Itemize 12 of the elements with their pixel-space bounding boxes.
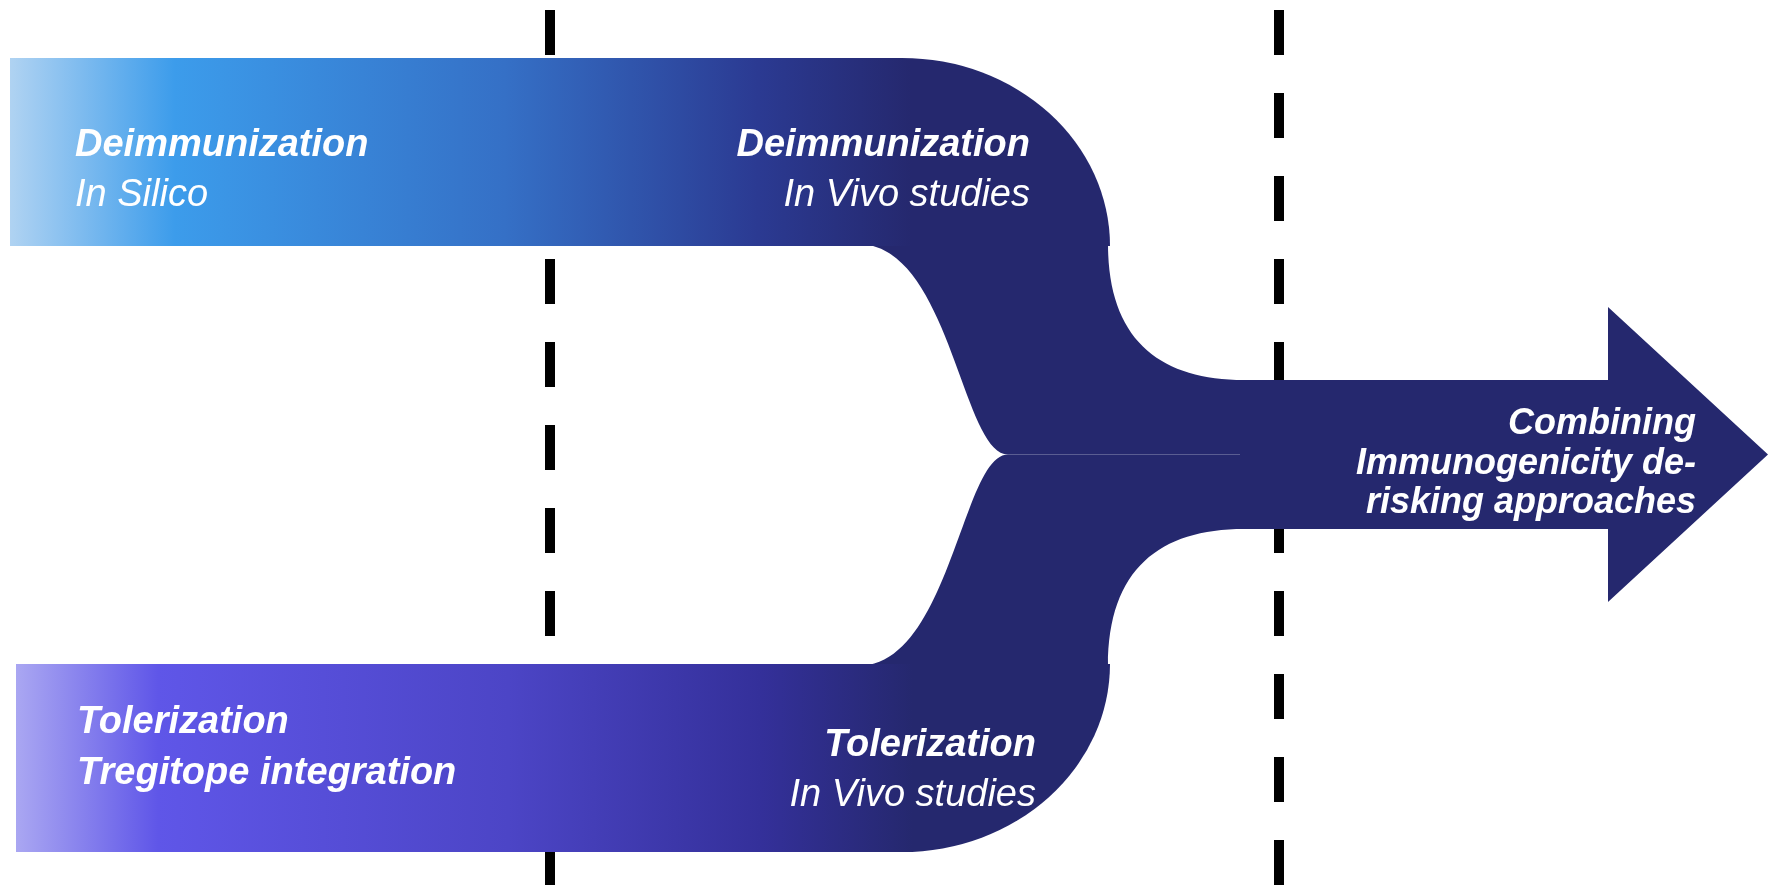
method-heading: Deimmunization	[75, 124, 369, 162]
method-heading: Deimmunization	[736, 124, 1030, 162]
method-label: In Vivo studies	[783, 174, 1030, 212]
method-label: In Vivo studies	[789, 774, 1036, 812]
method-heading: Tolerization	[77, 701, 289, 739]
outcome-label: Combining Immunogenicity de-risking approaches	[1354, 402, 1696, 521]
flow-band	[16, 664, 1110, 852]
method-label: In Silico	[75, 174, 209, 212]
method-label: Tregitope integration	[77, 752, 457, 790]
merged-arrow	[1240, 307, 1768, 602]
method-heading: Tolerization	[824, 724, 1036, 762]
flow-band	[10, 58, 1110, 246]
